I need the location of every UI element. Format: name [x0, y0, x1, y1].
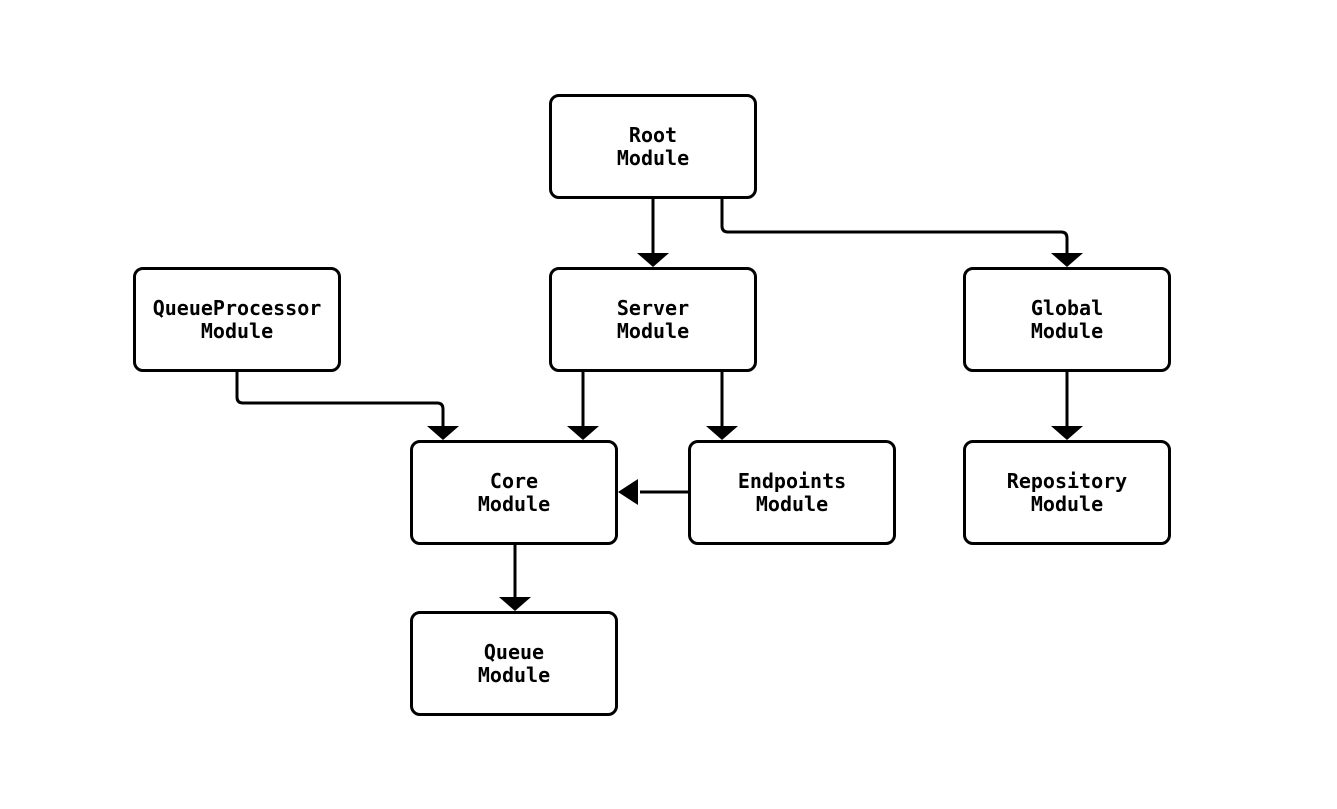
node-core-module: Core Module: [410, 440, 618, 545]
node-label-line: Module: [200, 318, 274, 343]
node-label-line: QueueProcessor: [152, 295, 322, 320]
node-endpoints-module: Endpoints Module: [688, 440, 896, 545]
node-label-line: Root: [628, 122, 678, 147]
node-label-line: Queue: [483, 639, 545, 664]
node-label-line: Repository: [1006, 468, 1128, 493]
edge-root-to-global: [720, 199, 1069, 255]
node-repository-module: Repository Module: [963, 440, 1171, 545]
arrowhead-queueprocessor-to-core: [427, 426, 459, 440]
node-label-line: Server: [616, 295, 690, 320]
node-label-line: Module: [1030, 318, 1104, 343]
node-label-line: Module: [616, 145, 690, 170]
node-label-line: Module: [477, 491, 551, 516]
arrowhead-root-to-global: [1051, 253, 1083, 267]
arrowhead-core-to-queue: [499, 597, 531, 611]
node-label-line: Core: [489, 468, 539, 493]
arrowhead-server-to-core: [567, 426, 599, 440]
arrowhead-endpoints-to-core: [618, 479, 638, 505]
node-queueprocessor-module: QueueProcessor Module: [133, 267, 341, 372]
node-label-line: Module: [477, 662, 551, 687]
arrowhead-server-to-endpoints: [706, 426, 738, 440]
arrowhead-root-to-server: [637, 253, 669, 267]
node-server-module: Server Module: [549, 267, 757, 372]
node-global-module: Global Module: [963, 267, 1171, 372]
node-label-line: Global: [1030, 295, 1104, 320]
node-root-module: Root Module: [549, 94, 757, 199]
arrowhead-global-to-repository: [1051, 426, 1083, 440]
node-label-line: Endpoints: [737, 468, 847, 493]
node-queue-module: Queue Module: [410, 611, 618, 716]
node-label-line: Module: [1030, 491, 1104, 516]
edge-queueprocessor-to-core: [235, 372, 445, 428]
node-label-line: Module: [616, 318, 690, 343]
node-label-line: Module: [755, 491, 829, 516]
